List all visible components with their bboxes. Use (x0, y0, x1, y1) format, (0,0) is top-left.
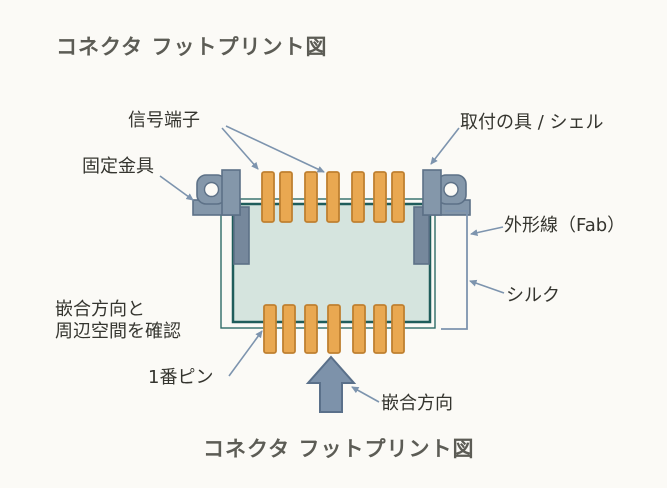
note-line-2: 周辺空間を確認 (55, 321, 181, 342)
label-mating-direction: 嵌合方向 (381, 393, 453, 414)
label-pin-one: 1番ピン (148, 367, 214, 388)
signal-pin (326, 171, 340, 223)
bracket-hole-right (443, 181, 459, 198)
mating-direction-arrow (305, 355, 357, 413)
figure-title-bottom: コネクタ フットプリント図 (203, 437, 475, 461)
signal-pin (304, 304, 318, 354)
signal-pin (373, 171, 387, 223)
label-fixing-bracket: 固定金具 (82, 156, 154, 177)
silk-arrow (469, 279, 505, 294)
signal-pin (391, 171, 405, 223)
signal-pin (327, 304, 341, 354)
label-mounting-shell: 取付の具 / シェル (460, 112, 604, 133)
signal-pins-top (261, 171, 405, 223)
signal-pin (391, 304, 405, 354)
figure-title-top: コネクタ フットプリント図 (56, 35, 328, 59)
signal-pin (304, 171, 318, 223)
outline-dimension-bracket (441, 210, 468, 330)
callout-arrows (159, 125, 505, 403)
bracket-plate-left (221, 169, 241, 216)
mounting-shell-right (422, 169, 471, 216)
signal-pin (261, 171, 275, 223)
pin-one-arrow (228, 330, 263, 377)
label-signal-terminals: 信号端子 (128, 110, 200, 131)
shield-tab-left (233, 206, 250, 265)
fixing-bracket-left (192, 169, 241, 216)
connector-body (231, 202, 432, 324)
signal-pin (373, 304, 387, 354)
mating-direction-callout-arrow (351, 386, 380, 403)
fixing-bracket-arrow (159, 175, 194, 201)
pin-number-one (263, 304, 277, 354)
signal-terminal-arrow-2 (225, 125, 325, 173)
label-silk: シルク (506, 285, 560, 306)
signal-terminal-arrow-1 (221, 127, 259, 170)
signal-pin (351, 171, 365, 223)
bracket-hole-left (203, 181, 220, 198)
label-mating-space-note: 嵌合方向と 周辺空間を確認 (55, 299, 181, 343)
outline-fab-arrow (470, 226, 504, 237)
signal-pin (282, 304, 296, 354)
bracket-plate-right (422, 169, 442, 216)
signal-pin (352, 304, 366, 354)
signal-pin (279, 171, 293, 223)
mounting-shell-arrow (430, 127, 460, 165)
note-line-1: 嵌合方向と (55, 299, 145, 320)
label-outline-fab: 外形線（Fab） (504, 215, 626, 236)
signal-pins-bottom (263, 304, 405, 354)
shield-tab-right (413, 206, 430, 265)
